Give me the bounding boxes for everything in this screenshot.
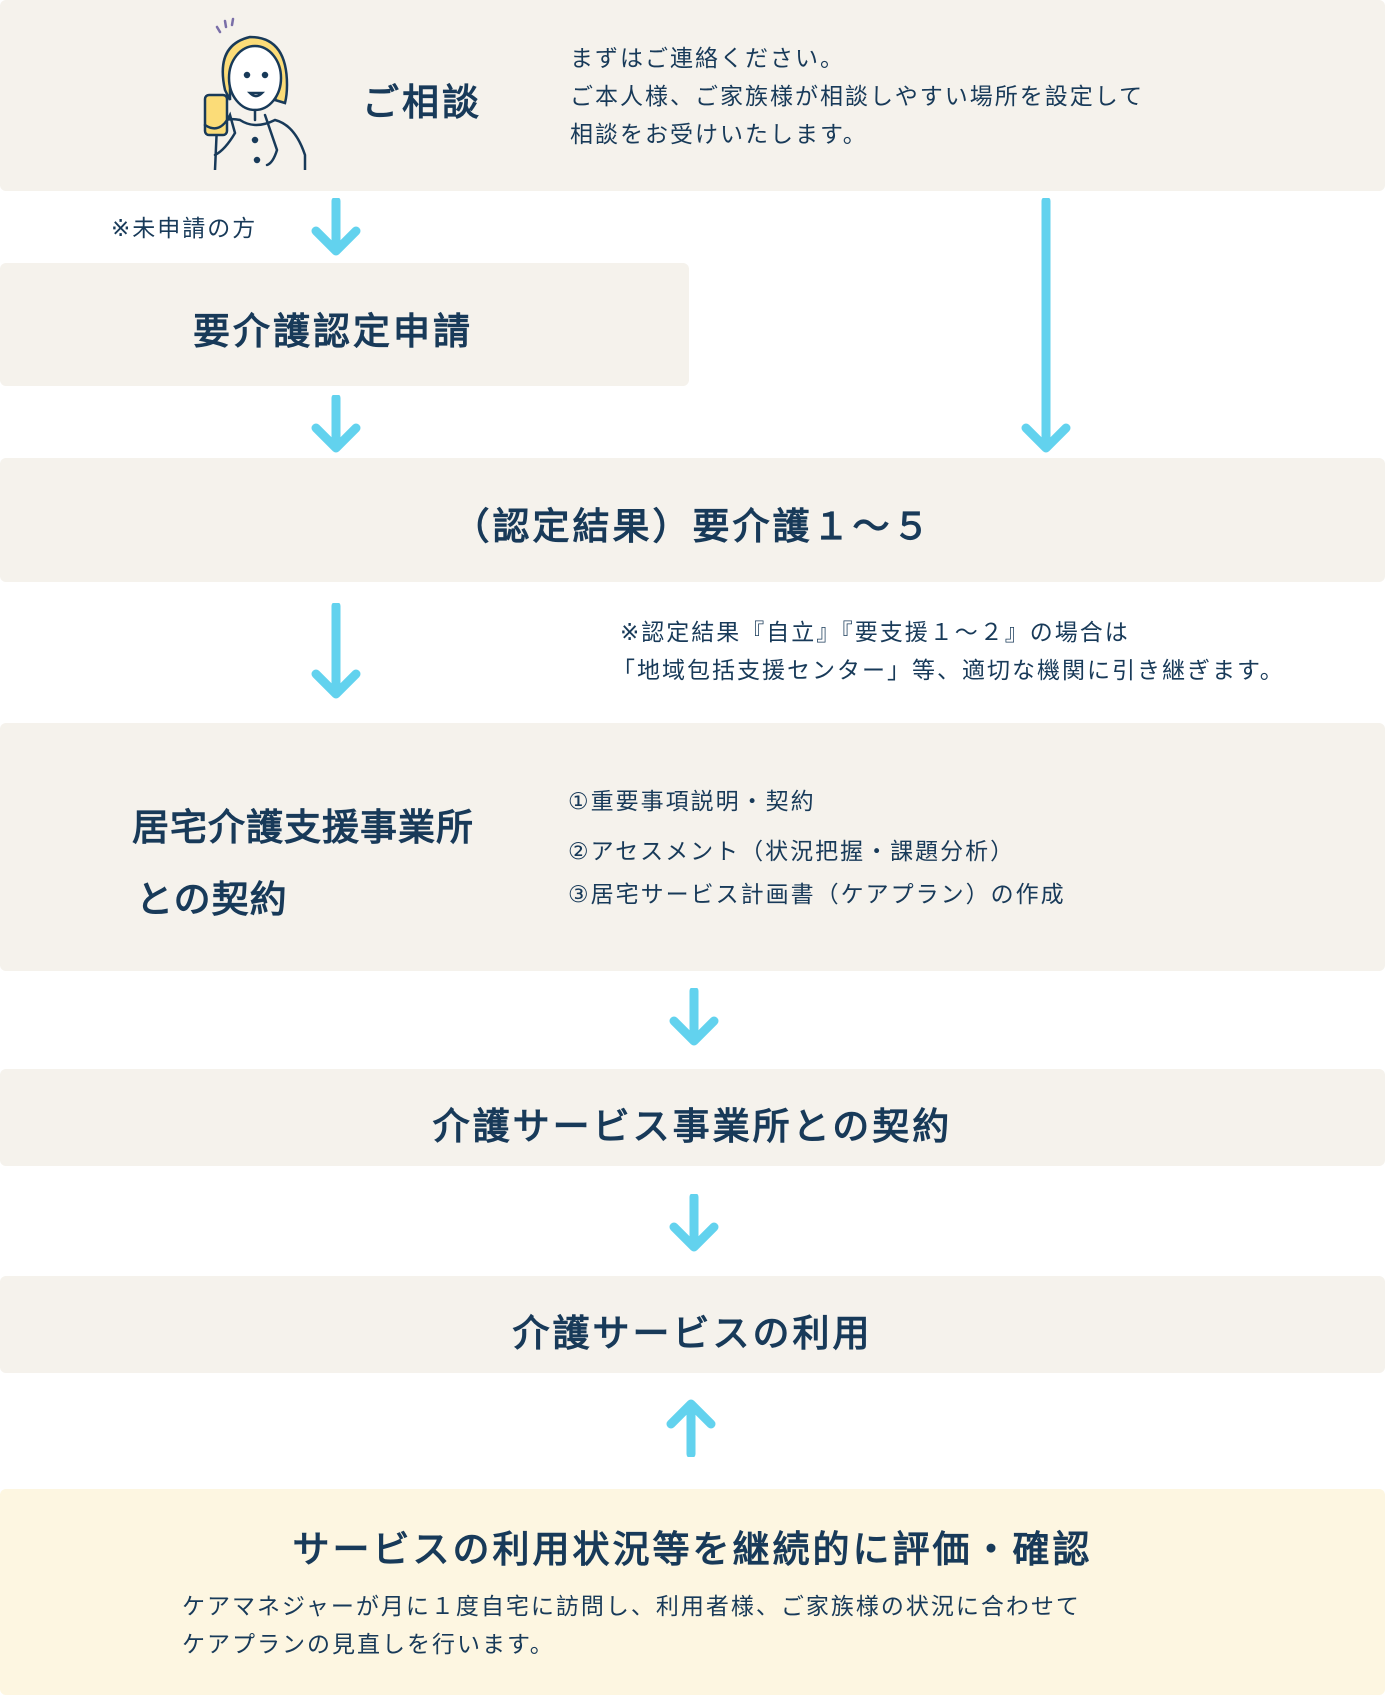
step-care-support-contract: 居宅介護支援事業所 との契約 ①重要事項説明・契約 ②アセスメント（状況把握・課… [0,723,1385,971]
arrow-down-icon [311,603,361,699]
certification-note-line-1: ※認定結果『自立』『要支援１～２』の場合は [620,620,1130,646]
arrow-down-icon [311,198,361,256]
step-care-application: 要介護認定申請 [0,263,689,386]
arrow-down-icon [669,988,719,1046]
step-service-provider-contract-title: 介護サービス事業所との契約 [432,1105,953,1148]
step-consultation-title: ご相談 [362,81,482,124]
branch-note: ※未申請の方 [111,216,258,242]
woman-with-phone-illustration [203,17,307,170]
contract-item-3: ③居宅サービス計画書（ケアプラン）の作成 [568,882,1066,908]
arrow-down-icon [669,1194,719,1252]
step-continuous-evaluation-title: サービスの利用状況等を継続的に評価・確認 [292,1528,1093,1571]
step-care-support-contract-title-2: との契約 [136,878,288,921]
step-care-application-title: 要介護認定申請 [193,310,473,353]
step-continuous-evaluation: サービスの利用状況等を継続的に評価・確認 ケアマネジャーが月に１度自宅に訪問し、… [0,1489,1385,1695]
step-service-use: 介護サービスの利用 [0,1276,1385,1373]
step-continuous-evaluation-line-2: ケアプランの見直しを行います。 [182,1632,555,1658]
step-consultation-line-2: ご本人様、ご家族様が相談しやすい場所を設定して [570,84,1145,110]
contract-item-1: ①重要事項説明・契約 [568,789,816,815]
step-consultation-line-1: まずはご連絡ください。 [570,46,845,72]
arrow-down-long-icon [1021,198,1071,453]
step-service-provider-contract: 介護サービス事業所との契約 [0,1069,1385,1166]
contract-item-2: ②アセスメント（状況把握・課題分析） [568,839,1016,865]
step-consultation-line-3: 相談をお受けいたします。 [570,122,868,148]
step-care-support-contract-title-1: 居宅介護支援事業所 [132,806,474,849]
step-certification-result: （認定結果）要介護１～５ [0,458,1385,582]
step-consultation: ご相談 まずはご連絡ください。 ご本人様、ご家族様が相談しやすい場所を設定して … [0,0,1385,191]
certification-note-line-2: 「地域包括支援センター」等、適切な機関に引き継ぎます。 [612,658,1285,684]
step-certification-result-title: （認定結果）要介護１～５ [452,505,933,548]
arrow-up-icon [666,1399,716,1457]
step-service-use-title: 介護サービスの利用 [512,1312,873,1355]
arrow-down-icon [311,395,361,453]
step-continuous-evaluation-line-1: ケアマネジャーが月に１度自宅に訪問し、利用者様、ご家族様の状況に合わせて [182,1594,1081,1620]
